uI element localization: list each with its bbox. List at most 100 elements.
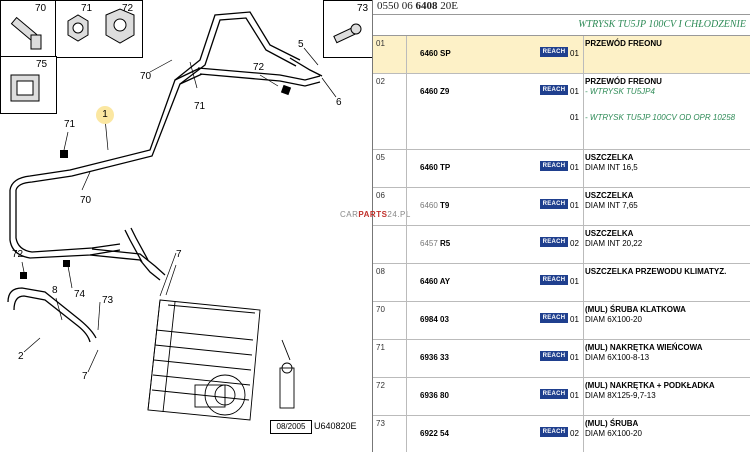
part-number[interactable]: 6460 Z9 [420, 87, 450, 96]
table-row[interactable]: 71 6936 33 REACH 01 (MUL) NAKRĘTKA WIEŃC… [373, 340, 750, 378]
reach-badge[interactable]: REACH [540, 275, 568, 285]
parts-list: 0550 06 6408 20E WTRYSK TU5JP 100CV I CH… [373, 0, 750, 452]
callout-70[interactable]: 70 [140, 71, 152, 82]
row-part-cell: 6460 SP REACH [408, 36, 584, 73]
row-part-cell: 6922 54 REACH [408, 416, 584, 452]
callout-2[interactable]: 2 [18, 351, 24, 362]
row-ref: 72 [373, 378, 407, 415]
callout-6[interactable]: 6 [336, 97, 342, 108]
reach-badge[interactable]: REACH [540, 351, 568, 361]
row-qty: 02 [570, 239, 579, 248]
row-qty: 01 [570, 277, 579, 286]
table-row[interactable]: 02 6460 Z9 REACH PRZEWÓD FREONU - WTRYSK… [373, 74, 750, 150]
row-ref: 70 [373, 302, 407, 339]
row-part-cell: 6460 Z9 REACH [408, 74, 584, 149]
watermark-logo: CARPARTS24.PL [340, 210, 411, 219]
table-row[interactable]: 70 6984 03 REACH 01 (MUL) ŚRUBA KLATKOWA… [373, 302, 750, 340]
table-row[interactable]: 72 6936 80 REACH 01 (MUL) NAKRĘTKA + POD… [373, 378, 750, 416]
row-qty: 02 [570, 429, 579, 438]
part-group-number: 0550 06 6408 20E [377, 0, 458, 12]
inset-screw-73 [323, 0, 373, 58]
callout-71-inset[interactable]: 71 [81, 3, 93, 14]
part-number[interactable]: 6460 T9 [420, 201, 450, 210]
row-ref: 73 [373, 416, 407, 452]
callout-71-left[interactable]: 71 [64, 119, 76, 130]
row-part-cell: 6457 R5 REACH [408, 226, 584, 263]
part-number[interactable]: 6936 80 [420, 391, 449, 400]
variant-qty: 01 [570, 87, 579, 96]
row-qty: 01 [570, 163, 579, 172]
row-part-cell: 6936 33 REACH [408, 340, 584, 377]
diagram-drawing [7, 11, 337, 421]
reach-badge[interactable]: REACH [540, 237, 568, 247]
reach-badge[interactable]: REACH [540, 47, 568, 57]
callout-70-left[interactable]: 70 [80, 195, 92, 206]
inset-bracket [0, 56, 57, 114]
part-number[interactable]: 6457 R5 [420, 239, 451, 248]
row-qty: 01 [570, 49, 579, 58]
inset-screws [0, 0, 57, 58]
callout-73[interactable]: 73 [102, 295, 114, 306]
callout-8[interactable]: 8 [52, 285, 58, 296]
callout-7-top[interactable]: 7 [176, 249, 182, 260]
row-ref: 08 [373, 264, 407, 301]
callout-72-left[interactable]: 72 [12, 249, 24, 260]
reach-badge[interactable]: REACH [540, 85, 568, 95]
row-ref: 02 [373, 74, 407, 149]
callout-72[interactable]: 72 [253, 62, 265, 73]
table-row[interactable]: 08 6460 AY REACH 01 USZCZELKA PRZEWODU K… [373, 264, 750, 302]
part-number[interactable]: 6922 54 [420, 429, 449, 438]
row-part-cell: 6460 T9 REACH [408, 188, 584, 225]
callout-73-inset[interactable]: 73 [357, 3, 369, 14]
reach-badge[interactable]: REACH [540, 199, 568, 209]
callout-1[interactable]: 1 [96, 106, 114, 124]
row-part-cell: 6936 80 REACH [408, 378, 584, 415]
table-row[interactable]: 01 6460 SP REACH 01 PRZEWÓD FREONU [373, 36, 750, 74]
diagram-date: 08/2005 [270, 420, 312, 434]
row-qty: 01 [570, 315, 579, 324]
row-ref [373, 226, 407, 263]
row-desc: USZCZELKA PRZEWODU KLIMATYZ. [585, 267, 727, 276]
row-part-cell: 6460 TP REACH [408, 150, 584, 187]
variant-qty: 01 [570, 113, 579, 122]
callout-7[interactable]: 7 [82, 371, 88, 382]
row-qty: 01 [570, 201, 579, 210]
callout-74[interactable]: 74 [74, 289, 86, 300]
reach-badge[interactable]: REACH [540, 389, 568, 399]
row-desc: PRZEWÓD FREONU [585, 39, 662, 48]
group-title: WTRYSK TU5JP 100CV I CHŁODZENIE [373, 14, 750, 36]
row-part-cell: 6984 03 REACH [408, 302, 584, 339]
parts-diagram[interactable]: 70 71 72 73 75 70 71 72 5 6 1 71 70 72 8… [0, 0, 373, 452]
reach-badge[interactable]: REACH [540, 427, 568, 437]
row-ref: 01 [373, 36, 407, 73]
callout-71[interactable]: 71 [194, 101, 206, 112]
part-number[interactable]: 6460 TP [420, 163, 451, 172]
callout-72-inset[interactable]: 72 [122, 3, 134, 14]
part-number[interactable]: 6936 33 [420, 353, 449, 362]
row-qty: 01 [570, 353, 579, 362]
part-number[interactable]: 6984 03 [420, 315, 449, 324]
inset-nuts [55, 0, 143, 58]
pane-divider [372, 0, 373, 452]
callout-70-inset[interactable]: 70 [35, 3, 47, 14]
callout-5[interactable]: 5 [298, 39, 304, 50]
callout-75-inset[interactable]: 75 [36, 59, 48, 70]
part-number[interactable]: 6460 AY [420, 277, 451, 286]
reach-badge[interactable]: REACH [540, 313, 568, 323]
reach-badge[interactable]: REACH [540, 161, 568, 171]
row-ref: 06 [373, 188, 407, 225]
row-part-cell: 6460 AY REACH [408, 264, 584, 301]
part-number[interactable]: 6460 SP [420, 49, 451, 58]
diagram-ref-code: U640820E [314, 421, 357, 431]
